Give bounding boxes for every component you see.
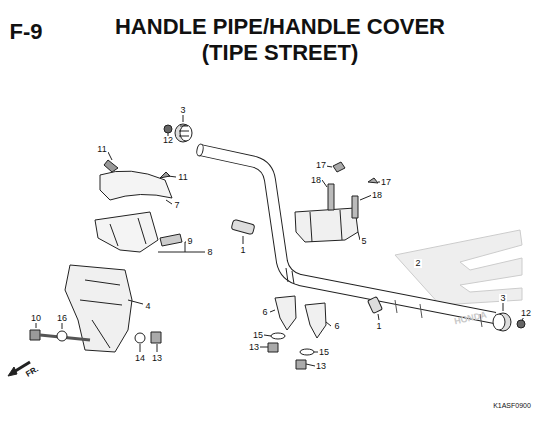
drawing-code: K1ASF0900 [492,402,532,409]
stem-bolt [30,322,90,341]
callout-number: 14 [134,354,146,363]
front-marker: FR. [24,365,41,379]
callout-number: 12 [162,136,174,145]
callout-number: 13 [151,354,163,363]
callout-number: 4 [144,302,151,311]
callout-number: 13 [248,343,260,352]
diagram-title: HANDLE PIPE/HANDLE COVER (TIPE STREET) [100,14,460,67]
callout-number: 13 [315,362,327,371]
callout-number: 2 [414,259,421,268]
callout-number: 11 [177,173,188,182]
callout-number: 15 [318,348,330,357]
callout-number: 1 [375,322,382,331]
callout-number: 16 [56,314,68,323]
callout-number: 3 [499,294,506,303]
handle-cover-lower [95,212,205,252]
callout-number: 8 [206,248,213,257]
pipe-clip [368,297,383,320]
callout-number: 17 [380,178,392,187]
upper-holder [295,162,382,242]
honda-watermark [395,230,522,305]
callout-number: 9 [186,237,193,246]
stem-nut [135,332,161,352]
callout-number: 5 [360,237,367,246]
handle-cover-upper [100,152,176,204]
callout-number: 10 [30,314,42,323]
callout-number: 12 [520,309,532,318]
figure-number: F-9 [9,21,44,43]
callout-number: 15 [252,331,264,340]
callout-number: 17 [315,161,327,170]
callout-number: 3 [179,106,186,115]
callout-number: 6 [261,308,268,317]
pipe-clip [231,219,255,244]
callout-number: 1 [239,246,246,255]
callout-number: 11 [96,145,107,154]
handle-pipe [196,144,495,327]
callout-number: 18 [310,176,322,185]
callout-number: 18 [371,191,383,200]
callout-number: 7 [173,201,180,210]
lower-holder [260,296,331,369]
callout-number: 6 [333,322,340,331]
